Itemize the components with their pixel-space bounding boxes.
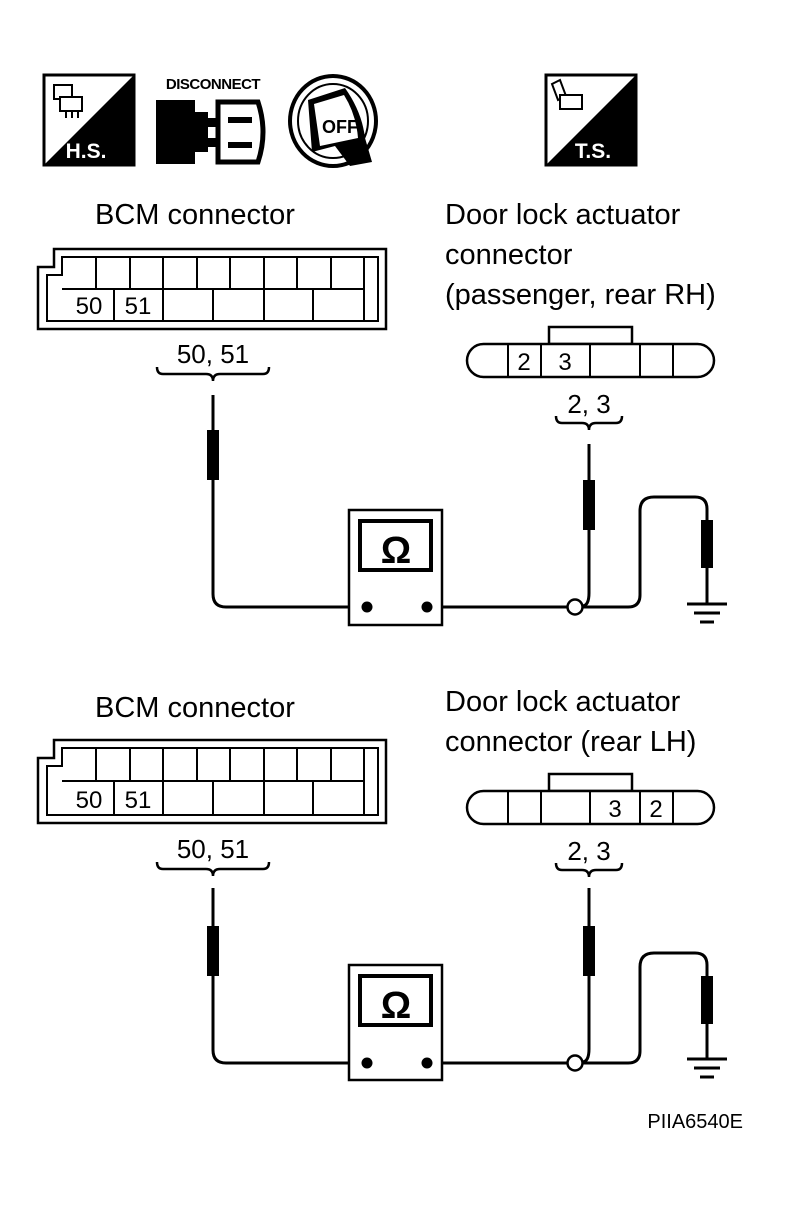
actuator-brace	[554, 415, 624, 431]
test-leads	[207, 888, 713, 1072]
ohmmeter: Ω	[347, 963, 444, 1082]
ground-symbol	[687, 602, 727, 624]
bcm-pin-50: 50	[76, 293, 103, 320]
actuator-pin-3: 3	[608, 796, 621, 823]
bcm-probe-label: 50, 51	[177, 834, 249, 864]
ignition-off-icon: OFF	[288, 74, 378, 168]
actuator-label-line-1: Door lock actuator	[445, 199, 681, 231]
bcm-probe-label: 50, 51	[177, 339, 249, 369]
terminal-side-icon: T.S.	[544, 73, 638, 167]
probe-point	[566, 598, 584, 616]
probe-point	[566, 1054, 584, 1072]
actuator-pin-2: 2	[517, 349, 530, 376]
actuator-probe-label: 2, 3	[567, 836, 610, 866]
actuator-label-line-3: (passenger, rear RH)	[445, 279, 716, 311]
bcm-pin-50: 50	[76, 787, 103, 814]
actuator-pin-3: 3	[558, 349, 571, 376]
actuator-label-line-2: connector (rear LH)	[445, 726, 696, 758]
ignition-off-text: OFF	[322, 117, 358, 137]
ohm-symbol: Ω	[381, 530, 411, 572]
harness-side-icon: H.S.	[42, 73, 136, 167]
terminal-side-text: T.S.	[575, 140, 611, 163]
figure-code: PIIA6540E	[647, 1111, 743, 1133]
bcm-connector: 50 51	[36, 247, 388, 331]
actuator-label-line-1: Door lock actuator	[445, 686, 681, 718]
actuator-pin-2: 2	[649, 796, 662, 823]
panel-rear-lh: BCM connector 50 51 50, 51 Door lock act…	[36, 686, 727, 1082]
ohmmeter: Ω	[347, 508, 444, 627]
bcm-brace	[155, 861, 271, 877]
panel-rear-rh: BCM connector 50 51 50, 51 Door lock act…	[36, 199, 727, 627]
disconnect-text: DISCONNECT	[166, 76, 261, 93]
actuator-probe-label: 2, 3	[567, 389, 610, 419]
actuator-brace	[554, 862, 624, 878]
bcm-pin-51: 51	[125, 293, 152, 320]
bcm-pin-51: 51	[125, 787, 152, 814]
actuator-connector: 3 2	[465, 772, 716, 826]
bcm-connector: 50 51	[36, 738, 388, 825]
bcm-brace	[155, 366, 271, 382]
bcm-connector-label: BCM connector	[95, 692, 295, 724]
test-leads	[207, 395, 713, 616]
harness-side-text: H.S.	[66, 140, 107, 163]
ground-symbol	[687, 1057, 727, 1079]
bcm-connector-label: BCM connector	[95, 199, 295, 231]
actuator-label-line-2: connector	[445, 239, 573, 271]
actuator-connector: 2 3	[465, 325, 716, 379]
disconnect-icon: DISCONNECT	[156, 76, 266, 165]
ohm-symbol: Ω	[381, 985, 411, 1027]
